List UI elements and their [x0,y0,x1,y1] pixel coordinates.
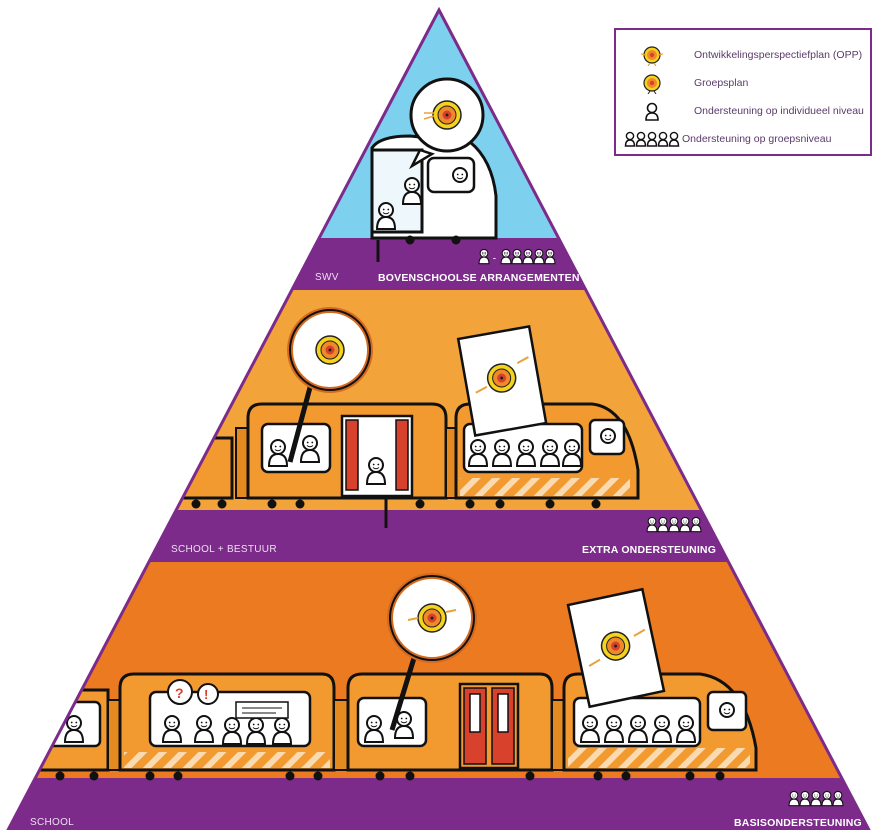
tier-middle-right-label: EXTRA ONDERSTEUNING [582,544,717,556]
legend-item-group: Ondersteuning op groepsniveau [624,128,831,150]
bottom-magnifier [387,573,477,731]
legend-label-opp: Ontwikkelingsperspectiefplan (OPP) [694,49,863,61]
target-with-arrows-icon [640,46,664,66]
single-person-icon [645,102,659,121]
legend-item-opp: Ontwikkelingsperspectiefplan (OPP) [624,44,862,66]
middle-magnifier [287,307,373,463]
legend-label-groepsplan: Groepsplan [694,77,749,89]
tier-bottom-band [8,778,869,830]
tier-middle-left-label: SCHOOL + BESTUUR [171,544,277,555]
top-speech-bubble [408,77,485,170]
pyramid-outline [6,6,871,830]
svg-text:?: ? [175,685,184,701]
tier-bottom-left-label: SCHOOL [30,817,75,828]
tier-top-right-label: BOVENSCHOOLSE ARRANGEMENTEN [378,272,580,284]
bottom-plan-sheet [566,587,666,709]
svg-text:!: ! [204,687,208,702]
legend-label-individual: Ondersteuning op individueel niveau [694,105,864,117]
legend-item-individual: Ondersteuning op individueel niveau [624,100,864,122]
legend-item-groepsplan: Groepsplan [624,72,748,94]
tier-bottom-right-label: BASISONDERSTEUNING [734,817,862,829]
tier-top-left-label: SWV [315,272,339,283]
target-icon [643,74,661,94]
legend: Ontwikkelingsperspectiefplan (OPP) Groep… [614,28,872,156]
tier-middle-band [8,510,869,562]
legend-label-group: Ondersteuning op groepsniveau [682,133,832,145]
middle-plan-sheet [456,325,548,437]
top-band-people-icons: - [479,249,555,265]
group-of-people-icon [624,131,680,147]
bottom-tram-illustration: ? ! [38,672,758,781]
svg-text:-: - [493,254,496,265]
